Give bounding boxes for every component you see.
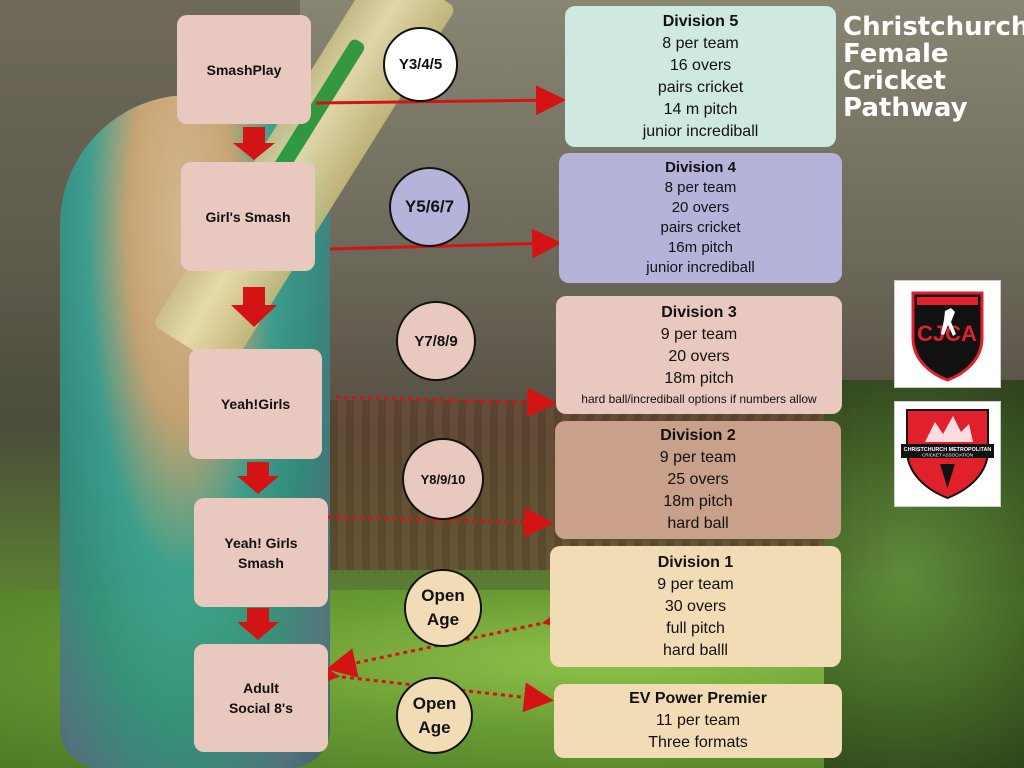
division-line: hard ball (667, 515, 729, 532)
stage-label: Yeah!Girls (220, 396, 291, 412)
division-line: full pitch (666, 619, 725, 637)
cmca-logo: CHRISTCHURCH METROPOLITAN CRICKET ASSOCI… (894, 401, 1001, 507)
division-line: 8 per team (664, 179, 737, 196)
division-title: Division 5 (662, 12, 739, 30)
cjca-logo: CJCA (894, 280, 1001, 388)
stage-label: SmashPlay (206, 61, 282, 78)
stage-label: Adult Social 8's (228, 680, 294, 716)
division-line: junior incrediball (646, 259, 755, 276)
stage-adult-social: Adult Social 8's (194, 644, 328, 752)
division-line: 9 per team (657, 575, 734, 593)
down-arrow (237, 462, 279, 494)
stage-yeah-girls: Yeah!Girls (189, 349, 322, 459)
down-arrows (231, 127, 279, 640)
cjca-shield-icon: CJCA (911, 291, 984, 382)
down-arrow (237, 608, 279, 640)
division-title: Division 1 (657, 553, 734, 571)
division-4-box: Division 4 8 per team 20 overs pairs cri… (559, 153, 842, 283)
division-line: hard balll (663, 641, 728, 659)
division-line: 25 overs (667, 471, 729, 488)
division-3-box: Division 3 9 per team 20 overs 18m pitch… (556, 296, 842, 414)
division-line: 16 overs (669, 56, 732, 74)
division-line: 30 overs (664, 597, 727, 615)
division-line: Three formats (648, 734, 748, 751)
arrow-girlssmash-div4 (329, 228, 562, 259)
division-5-box: Division 5 8 per team 16 overs pairs cri… (565, 6, 836, 147)
division-line: 20 overs (668, 348, 730, 365)
headline-line: Cricket (843, 66, 946, 96)
division-line: 18m pitch (664, 370, 734, 387)
age-circle: Y3/4/5 (383, 27, 458, 102)
age-circle: Y7/8/9 (396, 301, 476, 381)
arrow-yeahgirls-div3 (335, 387, 557, 418)
pathway-headline: Christchurch Female Cricket Pathway (843, 14, 1024, 122)
division-line: 18m pitch (663, 493, 733, 510)
division-line: 8 per team (662, 34, 739, 52)
division-line: 20 overs (671, 199, 730, 216)
division-line: 11 per team (655, 712, 741, 729)
arrow-smashplay-div5 (315, 85, 566, 116)
age-circle: Open Age (404, 569, 482, 647)
headline-line: Pathway (843, 93, 968, 123)
headline-line: Christchurch (843, 12, 1024, 42)
headline-line: Female (843, 39, 949, 69)
division-title: Division 4 (665, 159, 736, 176)
down-arrow (233, 127, 275, 160)
down-arrow (231, 287, 277, 327)
age-circle: Open Age (396, 677, 473, 754)
stage-label: Girl's Smash (205, 208, 291, 225)
division-line: 9 per team (660, 326, 738, 343)
division-line: junior incrediball (642, 122, 759, 140)
division-title: EV Power Premier (629, 690, 767, 707)
division-line: 16m pitch (667, 239, 734, 256)
division-line: hard ball/incrediball options if numbers… (581, 392, 817, 406)
division-line: 14 m pitch (663, 100, 738, 118)
stage-yeah-girls-smash: Yeah! Girls Smash (194, 498, 328, 607)
cmca-shield-icon: CHRISTCHURCH METROPOLITAN CRICKET ASSOCI… (901, 409, 994, 500)
division-title: Division 2 (660, 427, 736, 444)
stage-label: Yeah! Girls Smash (224, 534, 298, 571)
logo-subtext: CRICKET ASSOCIATION (922, 453, 973, 458)
stage-smashplay: SmashPlay (177, 15, 311, 124)
age-circle: Y8/9/10 (402, 438, 484, 520)
division-line: pairs cricket (657, 78, 744, 96)
ev-power-premier-box: EV Power Premier 11 per team Three forma… (554, 684, 842, 758)
stage-girls-smash: Girl's Smash (181, 162, 315, 271)
division-line: pairs cricket (660, 219, 741, 236)
age-circle: Y5/6/7 (389, 167, 470, 247)
logo-text: CHRISTCHURCH METROPOLITAN (904, 447, 992, 453)
division-2-box: Division 2 9 per team 25 overs 18m pitch… (555, 421, 841, 539)
division-1-box: Division 1 9 per team 30 overs full pitc… (550, 546, 841, 667)
division-title: Division 3 (661, 304, 737, 321)
division-line: 9 per team (659, 449, 737, 466)
